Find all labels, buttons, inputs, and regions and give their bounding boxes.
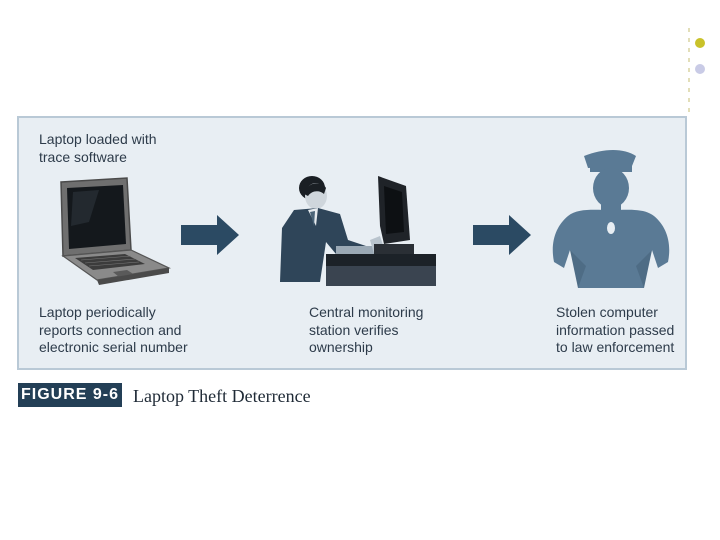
arrow-right-icon	[473, 215, 531, 255]
figure-label: FIGURE 9-6	[18, 383, 122, 407]
diagram-panel: Laptop loaded with trace software Laptop…	[17, 116, 687, 370]
muted-dot	[695, 64, 705, 74]
police-officer-icon	[552, 150, 670, 288]
arrow-right-icon	[181, 215, 239, 255]
figure-title: Laptop Theft Deterrence	[133, 386, 311, 406]
station-caption: Central monitoring station verifies owne…	[309, 304, 424, 355]
accent-dot	[695, 38, 705, 48]
operator-workstation-icon	[280, 176, 436, 286]
laptop-caption-bottom: Laptop periodically reports connection a…	[39, 304, 188, 355]
laptop-caption-top: Laptop loaded with trace software	[39, 131, 157, 165]
laptop-icon	[60, 177, 171, 285]
corner-decoration	[688, 28, 705, 116]
police-caption: Stolen computer information passed to la…	[556, 304, 675, 355]
